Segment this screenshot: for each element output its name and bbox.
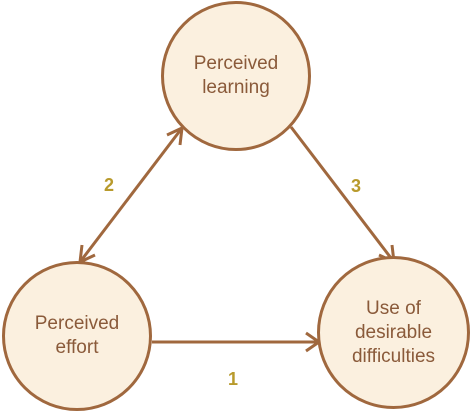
node-label-desirable-difficulties: Use of desirable difficulties (351, 297, 436, 367)
node-desirable-difficulties: Use of desirable difficulties (317, 256, 470, 409)
node-label-perceived-learning: Perceived learning (193, 53, 279, 98)
link-number-2: 2 (104, 175, 115, 195)
node-perceived-effort: Perceived effort (2, 261, 152, 411)
arrow-effort-learning (78, 127, 184, 263)
link-number-1: 1 (228, 369, 239, 389)
node-perceived-learning: Perceived learning (161, 1, 311, 151)
link-number-3: 3 (351, 176, 362, 196)
arrow-learning-difficulties (289, 126, 396, 263)
node-label-perceived-effort: Perceived effort (34, 313, 120, 358)
